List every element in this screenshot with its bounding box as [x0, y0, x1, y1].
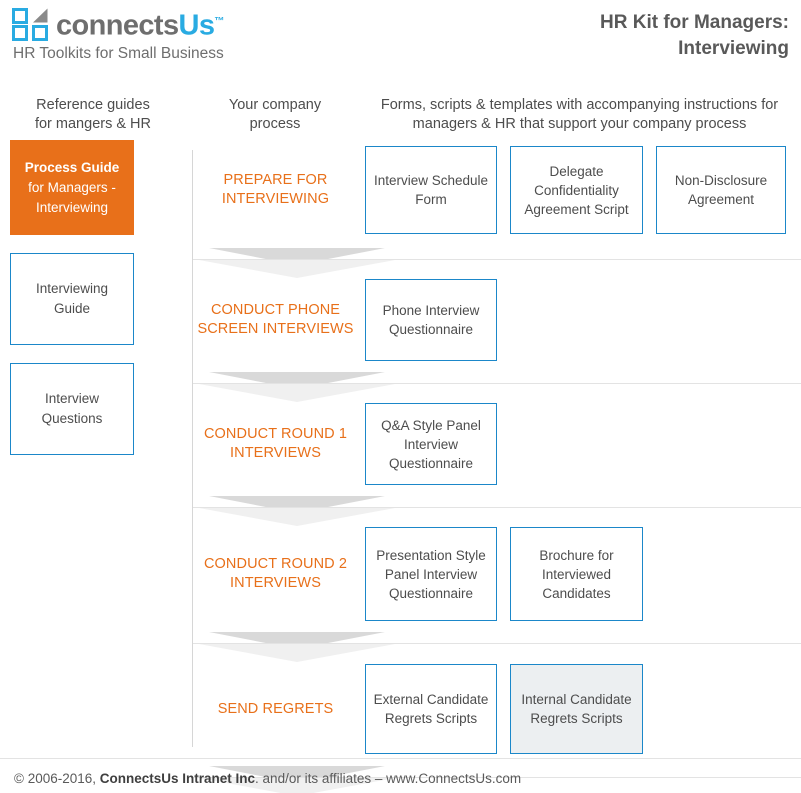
document-card-label: Delegate Confidentiality Agreement Scrip… — [524, 163, 629, 217]
process-rows: PREPARE FOR INTERVIEWING Interview Schedu… — [193, 140, 801, 793]
footer-suffix: . and/or its affiliates – www.ConnectsUs… — [255, 771, 522, 786]
page-title-line2: Interviewing — [678, 38, 789, 59]
row-divider-line — [193, 259, 801, 260]
document-card-label: External Candidate Regrets Scripts — [373, 692, 489, 726]
document-card-label: Non-Disclosure Agreement — [674, 173, 768, 207]
column-heading-forms-line1: Forms, scripts & templates with accompan… — [380, 97, 779, 113]
process-row: CONDUCT ROUND 1 INTERVIEWS Q&A Style Pane… — [193, 400, 801, 488]
process-row: SEND REGRETS External Candidate Regrets S… — [193, 660, 801, 758]
reference-guide-card-line1: Interviewing — [35, 281, 109, 296]
column-heading-process: Your company process — [192, 96, 358, 134]
document-card-label: Q&A Style Panel Interview Questionnaire — [381, 417, 481, 471]
process-stage-label[interactable]: PREPARE FOR INTERVIEWING — [221, 172, 330, 207]
document-card-label: Presentation Style Panel Interview Quest… — [376, 547, 486, 601]
column-heading-reference-line1: Reference guides — [36, 97, 150, 113]
brand-block: connectsUs™ HR Toolkits for Small Busine… — [12, 6, 224, 63]
footer-copyright-year: © 2006-2016, — [14, 771, 100, 786]
process-step-arrow-separator — [193, 364, 801, 402]
process-step-arrow-separator — [193, 240, 801, 278]
footer-company-name: ConnectsUs Intranet Inc — [99, 771, 256, 786]
footer-copyright: © 2006-2016, ConnectsUs Intranet Inc. an… — [14, 770, 521, 788]
down-chevron-icon — [199, 260, 395, 278]
process-stage-label[interactable]: SEND REGRETS — [217, 700, 334, 717]
document-card-label: Internal Candidate Regrets Scripts — [521, 692, 632, 726]
process-vertical-rail — [192, 150, 193, 747]
document-card[interactable]: Phone Interview Questionnaire — [365, 279, 497, 361]
document-card[interactable]: Presentation Style Panel Interview Quest… — [365, 527, 497, 621]
process-row: CONDUCT ROUND 2 INTERVIEWS Presentation S… — [193, 524, 801, 624]
column-heading-forms-line2: managers & HR that support your company … — [412, 116, 747, 132]
column-heading-process-line1: Your company — [228, 97, 322, 113]
document-card-group: Interview Schedule Form Delegate Confiden… — [358, 140, 801, 240]
page-header: connectsUs™ HR Toolkits for Small Busine… — [0, 0, 801, 78]
reference-guide-card-line2: Questions — [41, 411, 103, 426]
down-chevron-icon — [199, 778, 395, 793]
document-card[interactable]: Interview Schedule Form — [365, 146, 497, 234]
column-heading-reference-line2: for mangers & HR — [34, 116, 152, 132]
brand-name-part2: Us — [178, 9, 215, 42]
page-title: HR Kit for Managers: Interviewing — [600, 10, 789, 62]
reference-guide-card-text: Process Guide for Managers - Interviewing — [25, 158, 120, 218]
document-card-label: Interview Schedule Form — [373, 173, 489, 207]
reference-guide-card-active[interactable]: Process Guide for Managers - Interviewing — [10, 140, 134, 235]
document-card[interactable]: External Candidate Regrets Scripts — [365, 664, 497, 754]
process-row: PREPARE FOR INTERVIEWING Interview Schedu… — [193, 140, 801, 240]
document-card-group: Q&A Style Panel Interview Questionnaire — [358, 400, 801, 488]
down-chevron-icon — [199, 508, 395, 526]
row-divider-line — [193, 507, 801, 508]
row-divider-line — [193, 777, 801, 778]
document-card-group: External Candidate Regrets Scripts Intern… — [358, 660, 801, 758]
process-stage-label[interactable]: CONDUCT ROUND 2 INTERVIEWS — [203, 556, 348, 591]
column-headings: Reference guides for mangers & HR Your c… — [0, 96, 801, 140]
reference-guide-card-line1: Interview — [44, 391, 99, 406]
column-heading-process-line2: process — [249, 116, 301, 132]
process-row: CONDUCT PHONE SCREEN INTERVIEWS Phone Int… — [193, 276, 801, 364]
footer-divider — [0, 758, 801, 759]
page-title-line1: HR Kit for Managers: — [600, 12, 789, 33]
down-chevron-icon — [199, 384, 395, 402]
reference-guide-card-line3: Interviewing — [35, 199, 109, 215]
process-step-arrow-separator — [193, 758, 801, 793]
reference-guide-card-line2: for Managers - — [28, 179, 116, 195]
brand-wordmark: connectsUs™ — [56, 6, 224, 42]
document-card-label: Phone Interview Questionnaire — [382, 303, 480, 337]
column-heading-reference: Reference guides for mangers & HR — [0, 96, 186, 134]
connectsus-grid-logo-icon — [12, 8, 48, 41]
document-card-selected[interactable]: Internal Candidate Regrets Scripts — [510, 664, 643, 754]
document-card-group: Presentation Style Panel Interview Quest… — [358, 524, 801, 624]
reference-guide-card-line2: Guide — [53, 301, 90, 316]
process-step-arrow-separator — [193, 624, 801, 662]
reference-guide-card-title: Process Guide — [24, 159, 120, 175]
document-card[interactable]: Brochure for Interviewed Candidates — [510, 527, 643, 621]
process-step-arrow-separator — [193, 488, 801, 526]
brand-tagline: HR Toolkits for Small Business — [13, 44, 224, 62]
down-chevron-icon — [199, 644, 395, 662]
brand-name-part1: connects — [56, 9, 179, 42]
document-card[interactable]: Non-Disclosure Agreement — [656, 146, 786, 234]
brand-top-row: connectsUs™ — [12, 6, 224, 42]
trademark-symbol: ™ — [214, 16, 225, 27]
document-card-group: Phone Interview Questionnaire — [358, 276, 801, 364]
row-divider-line — [193, 643, 801, 644]
document-card-label: Brochure for Interviewed Candidates — [539, 547, 614, 601]
row-divider-line — [193, 383, 801, 384]
document-card[interactable]: Q&A Style Panel Interview Questionnaire — [365, 403, 497, 485]
process-stage-label[interactable]: CONDUCT PHONE SCREEN INTERVIEWS — [197, 302, 354, 337]
column-heading-forms: Forms, scripts & templates with accompan… — [358, 96, 801, 134]
document-card[interactable]: Delegate Confidentiality Agreement Scrip… — [510, 146, 643, 234]
process-stage-label[interactable]: CONDUCT ROUND 1 INTERVIEWS — [203, 426, 348, 461]
